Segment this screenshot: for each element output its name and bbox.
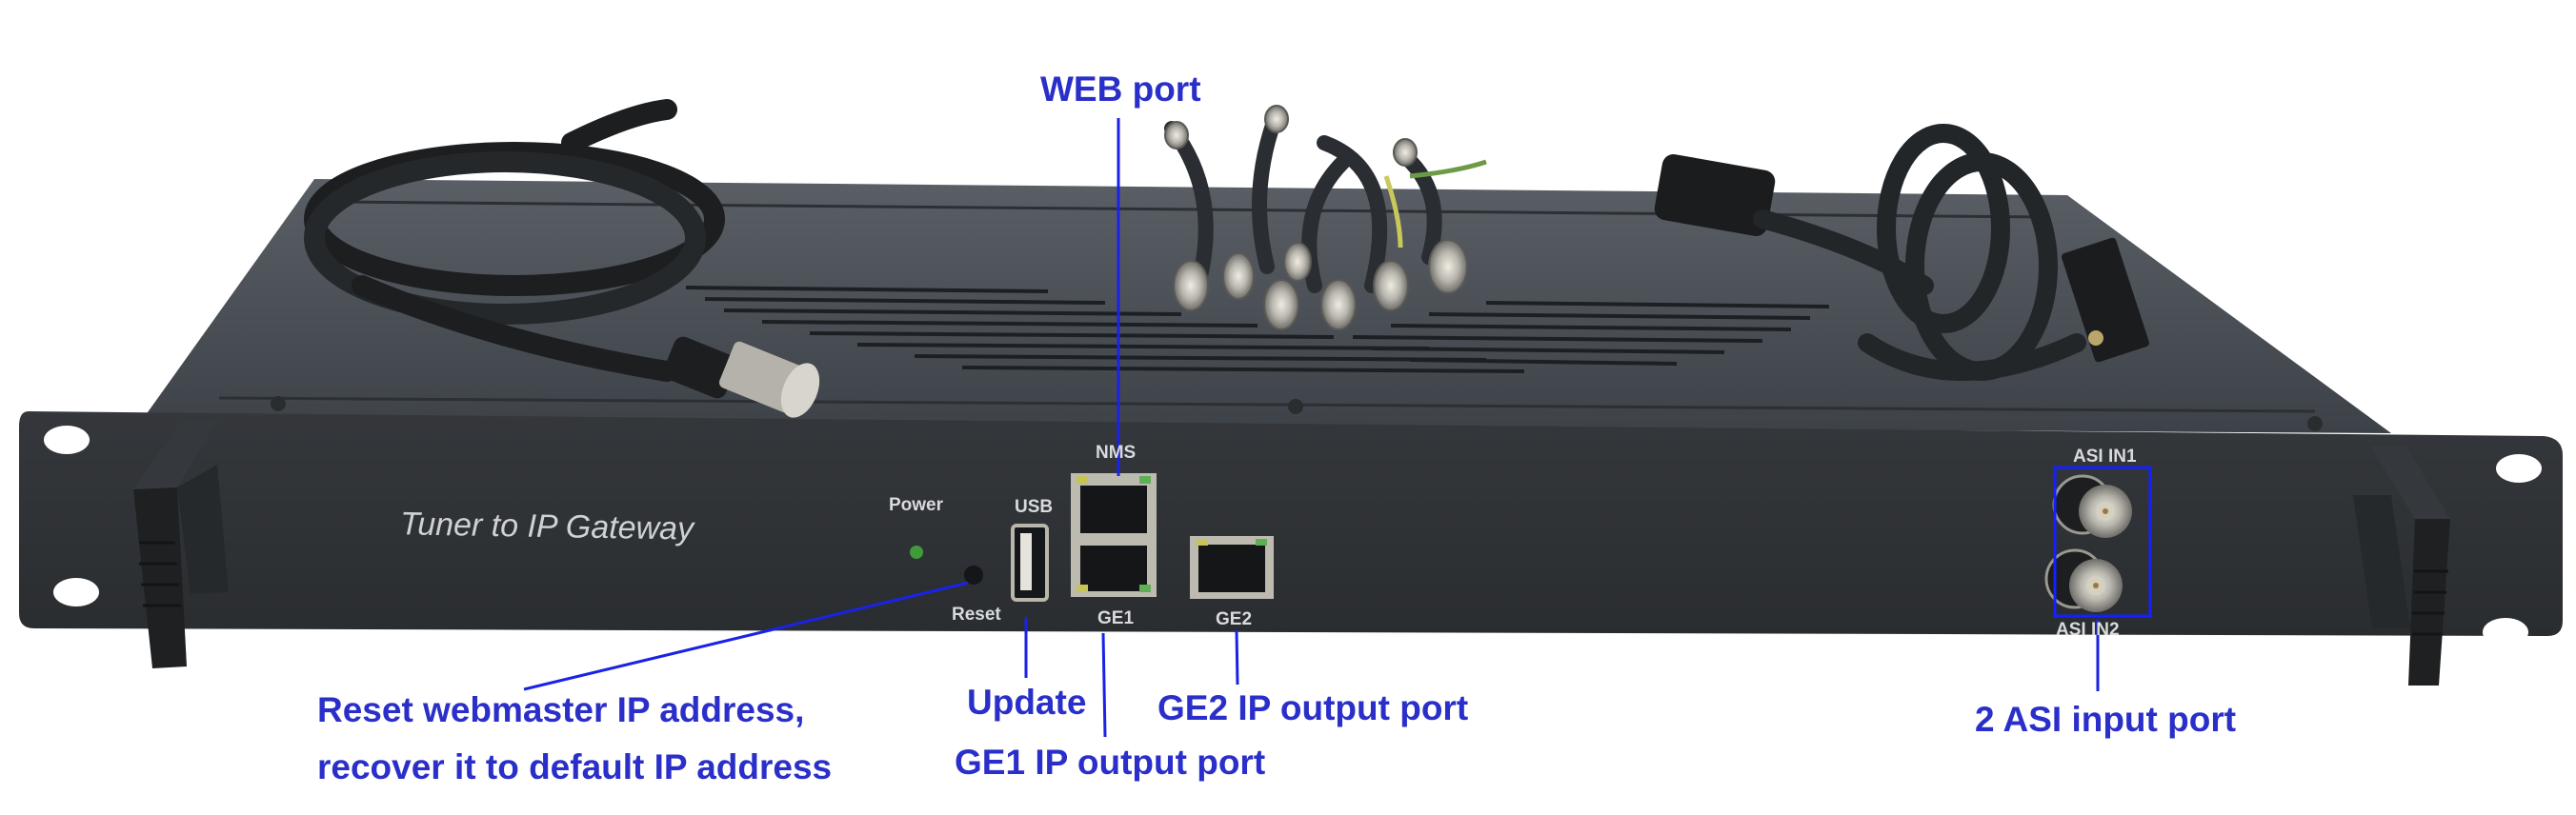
bnc-connector-icon xyxy=(663,336,820,418)
vent-slots xyxy=(685,286,1830,373)
bnc-cable-bundle xyxy=(1164,105,1487,330)
callout-reset-line1: Reset webmaster IP address, xyxy=(317,690,805,729)
callout-ge1: GE1 IP output port xyxy=(955,743,1266,782)
asi-in1-label: ASI IN1 xyxy=(2073,447,2137,467)
callout-ge2: GE2 IP output port xyxy=(1157,688,1469,727)
asi-in2-label: ASI IN2 xyxy=(2056,620,2120,640)
usb-label: USB xyxy=(1015,497,1054,517)
power-label: Power xyxy=(889,495,944,515)
nms-label: NMS xyxy=(1096,443,1137,463)
usb-port xyxy=(1011,524,1049,602)
callout-reset-line2: recover it to default IP address xyxy=(317,747,833,786)
brand-label: Tuner to IP Gateway xyxy=(399,506,694,547)
asi-highlight-box xyxy=(2053,466,2152,618)
reset-button xyxy=(964,566,983,585)
chassis-front-panel xyxy=(19,411,2563,686)
callout-update: Update xyxy=(967,683,1087,722)
right-handle xyxy=(2353,446,2450,686)
ge2-label: GE2 xyxy=(1216,609,1253,629)
ge2-rj45-port xyxy=(1190,536,1274,599)
left-handle xyxy=(133,419,229,668)
power-cord xyxy=(1654,124,2150,381)
callout-asi: 2 ASI input port xyxy=(1975,700,2237,739)
nms-ge1-dual-rj45-port xyxy=(1071,473,1157,597)
power-led xyxy=(910,546,923,559)
asi-bnc-ports xyxy=(2044,474,2132,612)
callout-leader-lines xyxy=(523,118,2100,738)
callout-web-port: WEB port xyxy=(1040,70,1201,109)
bnc-cable-coil xyxy=(304,99,725,382)
reset-label: Reset xyxy=(952,605,1001,625)
ge1-label: GE1 xyxy=(1097,608,1135,628)
